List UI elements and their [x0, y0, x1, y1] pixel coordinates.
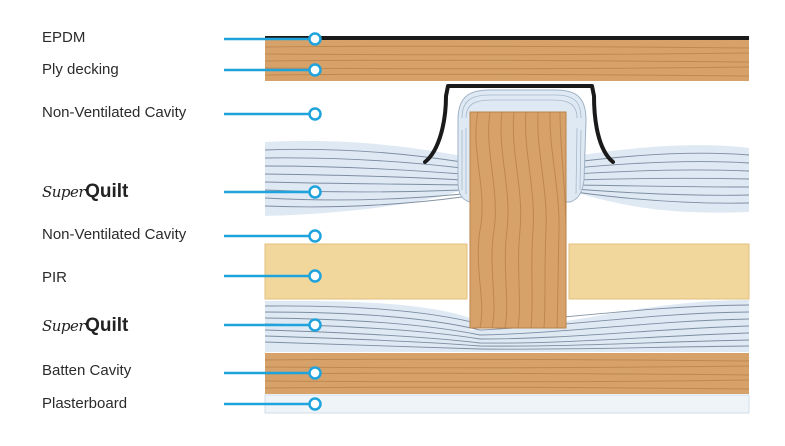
label-superquilt-lower: SuperQuilt	[42, 315, 128, 337]
leader-marker-non-ventilated-cavity-lower	[308, 229, 322, 243]
label-plasterboard: Plasterboard	[42, 395, 128, 412]
leader-marker-pir	[308, 269, 322, 283]
leader-lines	[224, 32, 322, 411]
pir-layer	[264, 243, 750, 300]
metal-clip	[423, 84, 615, 164]
label-non-ventilated-cavity-lower: Non-Ventilated Cavity	[42, 226, 187, 243]
superquilt-logo-super: Super	[42, 317, 86, 335]
superquilt-lower-layer	[264, 300, 750, 352]
label-pir: PIR	[42, 269, 68, 286]
epdm-membrane	[265, 36, 749, 40]
label-batten-cavity: Batten Cavity	[42, 362, 132, 379]
superquilt-logo-quilt: Quilt	[85, 315, 129, 336]
leader-marker-epdm	[308, 32, 322, 46]
label-ply-decking: Ply decking	[42, 61, 119, 78]
leader-marker-superquilt-lower	[308, 318, 322, 332]
batten-layer	[264, 353, 750, 394]
label-superquilt-upper: SuperQuilt	[42, 181, 128, 203]
superquilt-logo-quilt: Quilt	[85, 181, 129, 202]
ply-decking-layer	[264, 39, 750, 81]
timber-joist	[469, 111, 567, 329]
leader-marker-non-ventilated-cavity-upper	[308, 107, 322, 121]
superquilt-upper-layer	[264, 140, 750, 216]
leader-marker-superquilt-upper	[308, 185, 322, 199]
leader-marker-plasterboard	[308, 397, 322, 411]
leader-marker-ply-decking	[308, 63, 322, 77]
label-epdm: EPDM	[42, 29, 86, 46]
label-non-ventilated-cavity-upper: Non-Ventilated Cavity	[42, 104, 187, 121]
plasterboard-layer	[264, 394, 750, 414]
superquilt-logo-super: Super	[42, 183, 86, 201]
leader-marker-batten-cavity	[308, 366, 322, 380]
